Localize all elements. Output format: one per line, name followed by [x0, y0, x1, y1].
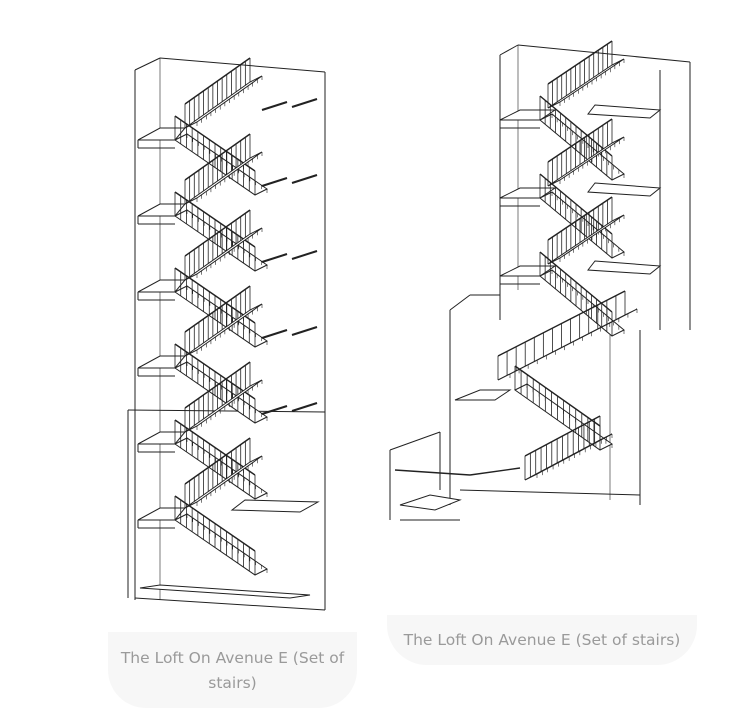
handrail [184, 133, 251, 181]
drawing-line [459, 489, 641, 496]
landing [499, 187, 557, 199]
landing [587, 260, 662, 275]
wall-bracket [291, 402, 318, 412]
wall-bracket [291, 174, 318, 184]
handrail [394, 469, 471, 476]
handrail [497, 290, 626, 357]
drawing-line [159, 57, 326, 73]
wall-bracket [261, 177, 288, 187]
handrail [547, 196, 613, 241]
drawing-line [134, 57, 161, 71]
caption-stairs-2: The Loft On Avenue E (Set of stairs) [387, 615, 697, 665]
handrail [514, 365, 601, 427]
wall-bracket [261, 329, 288, 339]
wall-bracket [291, 326, 318, 336]
drawing-line [499, 44, 519, 56]
landing [399, 494, 462, 511]
caption-text: The Loft On Avenue E (Set of stairs) [120, 649, 345, 692]
wall-bracket [261, 405, 288, 415]
landing [230, 499, 320, 513]
landing [454, 389, 512, 401]
floor-slab [139, 584, 311, 599]
caption-stairs-1: The Loft On Avenue E (Set of stairs) [108, 632, 357, 708]
landing [587, 104, 662, 119]
handrail [524, 415, 601, 457]
handrail [184, 437, 251, 485]
handrail [184, 361, 251, 409]
landing [499, 109, 557, 121]
wall-bracket [291, 98, 318, 108]
drawing-line [517, 44, 691, 63]
landing [499, 265, 557, 277]
handrail [547, 118, 613, 163]
wall-bracket [291, 250, 318, 260]
wall-bracket [261, 101, 288, 111]
caption-text: The Loft On Avenue E (Set of stairs) [403, 631, 681, 649]
handrail [184, 57, 251, 105]
stair-flight [547, 58, 625, 109]
stair-flight [524, 433, 613, 481]
wall-bracket [261, 253, 288, 263]
landing [587, 182, 662, 197]
stair-flight [184, 75, 263, 129]
handrail [184, 209, 251, 257]
stair-flight [539, 269, 625, 337]
handrail [547, 40, 613, 85]
drawing-line [449, 294, 471, 311]
handrail [184, 285, 251, 333]
drawing-line [389, 431, 441, 451]
drawing-line [127, 409, 326, 413]
handrail [469, 467, 521, 476]
drawing-line [134, 597, 326, 611]
